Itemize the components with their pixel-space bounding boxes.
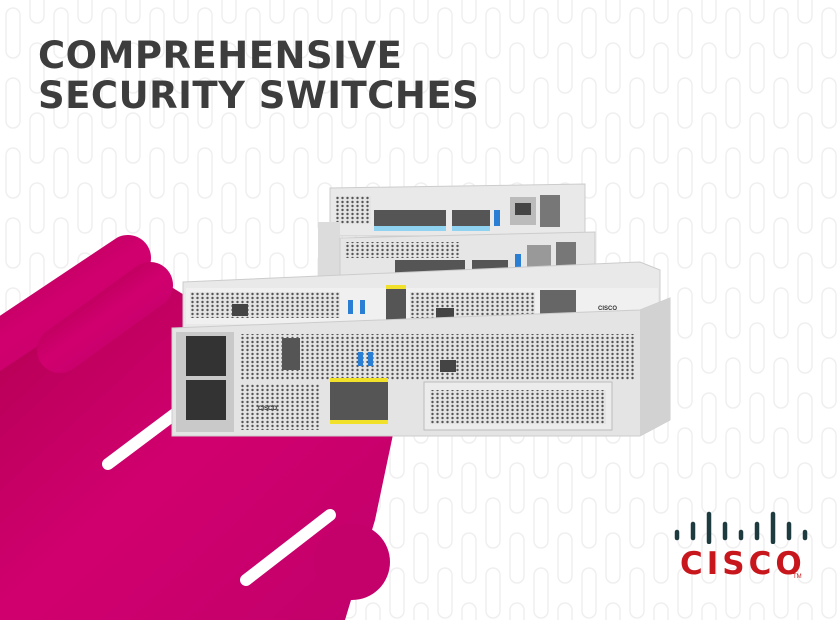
cisco-logo-text: CISCO xyxy=(680,546,806,582)
cisco-logo: CISCO TM xyxy=(668,510,808,590)
switch-stack-illustration: CISCO CISCO xyxy=(171,183,671,437)
switch-small-top xyxy=(329,183,586,237)
headline-line-1: COMPREHENSIVE xyxy=(38,34,403,77)
headline-line-2: SECURITY SWITCHES xyxy=(38,74,480,117)
device-brand-label: CISCO xyxy=(598,306,617,312)
headline: COMPREHENSIVE SECURITY SWITCHES xyxy=(38,36,479,116)
cisco-bridge-bars-icon xyxy=(674,511,808,545)
trademark-symbol: TM xyxy=(793,574,802,580)
device-brand-label: CISCO xyxy=(258,406,277,412)
switch-2ru: CISCO xyxy=(171,297,671,437)
